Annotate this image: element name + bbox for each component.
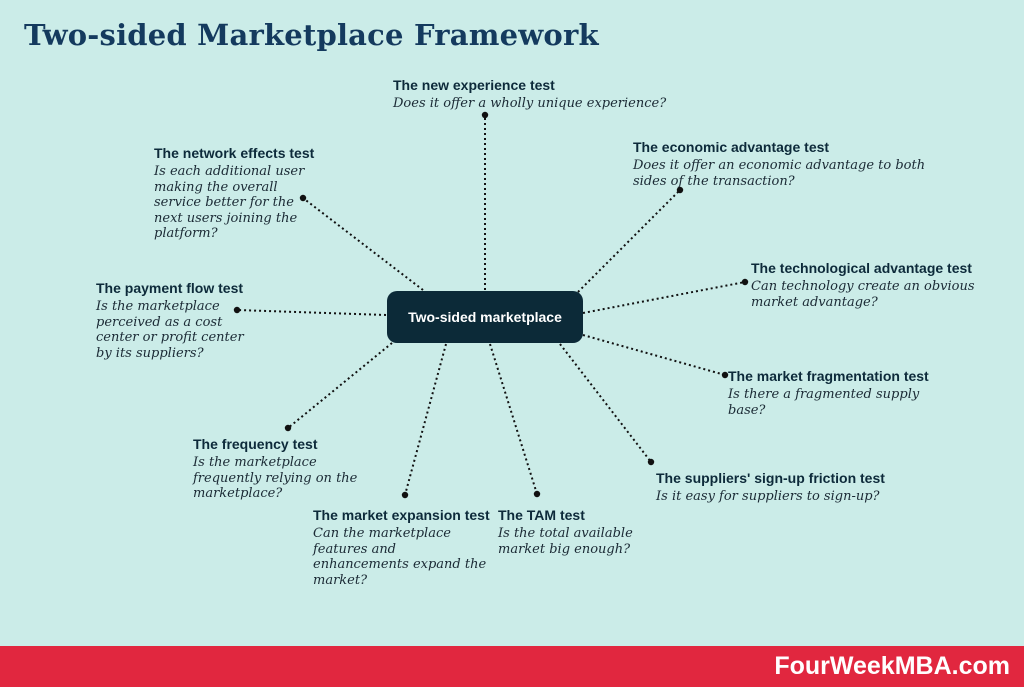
page-title: Two-sided Marketplace Framework (24, 18, 599, 52)
connector-frequency (287, 342, 393, 429)
node-question: Is the total available market big enough… (498, 526, 633, 557)
node-title: The market fragmentation test (728, 368, 929, 384)
node-economic-advantage: The economic advantage test Does it offe… (633, 139, 933, 189)
connector-tam (489, 343, 538, 495)
node-question: Is it easy for suppliers to sign-up? (656, 489, 880, 504)
node-question: Is there a fragmented supply base? (728, 387, 920, 418)
endpoint-dot (647, 458, 655, 466)
node-new-experience: The new experience test Does it offer a … (393, 77, 693, 112)
center-label: Two-sided marketplace (408, 309, 562, 325)
connector-technological-advantage (582, 281, 746, 314)
endpoint-dot (299, 194, 307, 202)
node-question: Does it offer an economic advantage to b… (633, 158, 926, 189)
node-network-effects: The network effects test Is each additio… (154, 145, 315, 242)
connector-payment-flow (236, 309, 387, 316)
connector-market-expansion (404, 343, 447, 496)
node-technological-advantage: The technological advantage test Can tec… (751, 260, 996, 310)
brand-logo: FourWeekMBA.com (774, 652, 1010, 680)
endpoint-dot (481, 111, 489, 119)
node-title: The technological advantage test (751, 260, 972, 276)
endpoint-dot (284, 424, 292, 432)
node-market-expansion: The market expansion test Can the market… (313, 507, 490, 588)
node-title: The frequency test (193, 436, 318, 452)
endpoint-dot (676, 186, 684, 194)
node-question: Is the marketplace perceived as a cost c… (96, 299, 244, 361)
node-title: The network effects test (154, 145, 315, 161)
node-market-fragmentation: The market fragmentation test Is there a… (728, 368, 938, 418)
node-question: Does it offer a wholly unique experience… (393, 96, 667, 111)
endpoint-dot (741, 278, 749, 286)
endpoint-dot (721, 371, 729, 379)
endpoint-dot (401, 491, 409, 499)
center-node: Two-sided marketplace (387, 291, 583, 343)
connector-economic-advantage (577, 189, 681, 293)
node-question: Can technology create an obvious market … (751, 279, 975, 310)
footer-bar: FourWeekMBA.com (0, 646, 1024, 687)
endpoint-dot (233, 306, 241, 314)
node-title: The new experience test (393, 77, 555, 93)
node-title: The market expansion test (313, 507, 490, 523)
node-question: Can the marketplace features and enhance… (313, 526, 487, 588)
node-tam: The TAM test Is the total available mark… (498, 507, 658, 557)
connector-market-fragmentation (582, 334, 726, 376)
connector-suppliers-signup (559, 343, 652, 463)
connector-network-effects (302, 197, 424, 291)
node-title: The payment flow test (96, 280, 244, 296)
node-question: Is the marketplace frequently relying on… (193, 455, 358, 501)
node-title: The economic advantage test (633, 139, 830, 155)
endpoint-dot (533, 490, 541, 498)
node-payment-flow: The payment flow test Is the marketplace… (96, 280, 251, 361)
node-frequency: The frequency test Is the marketplace fr… (193, 436, 383, 502)
node-title: The TAM test (498, 507, 585, 523)
node-title: The suppliers' sign-up friction test (656, 470, 885, 486)
node-question: Is each additional user making the overa… (154, 164, 305, 241)
node-suppliers-signup-friction: The suppliers' sign-up friction test Is … (656, 470, 936, 505)
